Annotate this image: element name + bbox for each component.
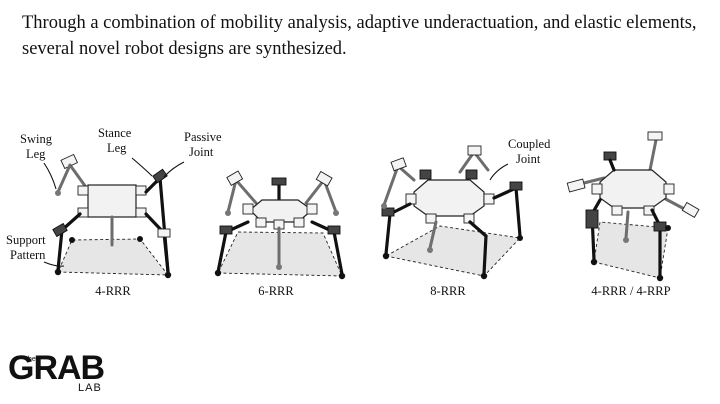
label-stance-leg: Stance Leg bbox=[98, 126, 134, 155]
label-support-pattern: Support Pattern bbox=[6, 233, 49, 262]
caption-6rrr: 6-RRR bbox=[258, 284, 294, 298]
support-pattern-area bbox=[58, 239, 168, 275]
logo-the-text: the bbox=[26, 356, 36, 363]
leader-coupled-joint bbox=[489, 163, 509, 181]
caption-8rrr: 8-RRR bbox=[430, 284, 466, 298]
logo-lab-text: LAB bbox=[78, 382, 102, 394]
label-swing-leg: Swing Leg bbox=[20, 132, 55, 161]
robot-8rrr bbox=[381, 145, 523, 280]
robot-6rrr bbox=[214, 170, 346, 280]
headline-text: Through a combination of mobility analys… bbox=[22, 13, 697, 59]
label-passive-joint: Passive Joint bbox=[184, 130, 225, 159]
caption-4rrr: 4-RRR bbox=[95, 284, 131, 298]
leader-stance-leg bbox=[131, 157, 153, 177]
leader-swing-leg bbox=[43, 162, 57, 190]
leader-support-pattern bbox=[43, 261, 65, 267]
robot-body bbox=[413, 179, 485, 217]
robot-4rrr bbox=[52, 153, 172, 279]
caption-4rrr-4rrp: 4-RRR / 4-RRP bbox=[591, 284, 670, 298]
label-coupled-joint: Coupled Joint bbox=[508, 137, 553, 166]
leader-passive-joint bbox=[163, 161, 185, 178]
robot-4rrr-4rrp bbox=[566, 131, 700, 282]
robot-body bbox=[87, 184, 137, 218]
logo-grab-text: GRAB bbox=[8, 349, 105, 387]
robot-body bbox=[599, 169, 667, 209]
